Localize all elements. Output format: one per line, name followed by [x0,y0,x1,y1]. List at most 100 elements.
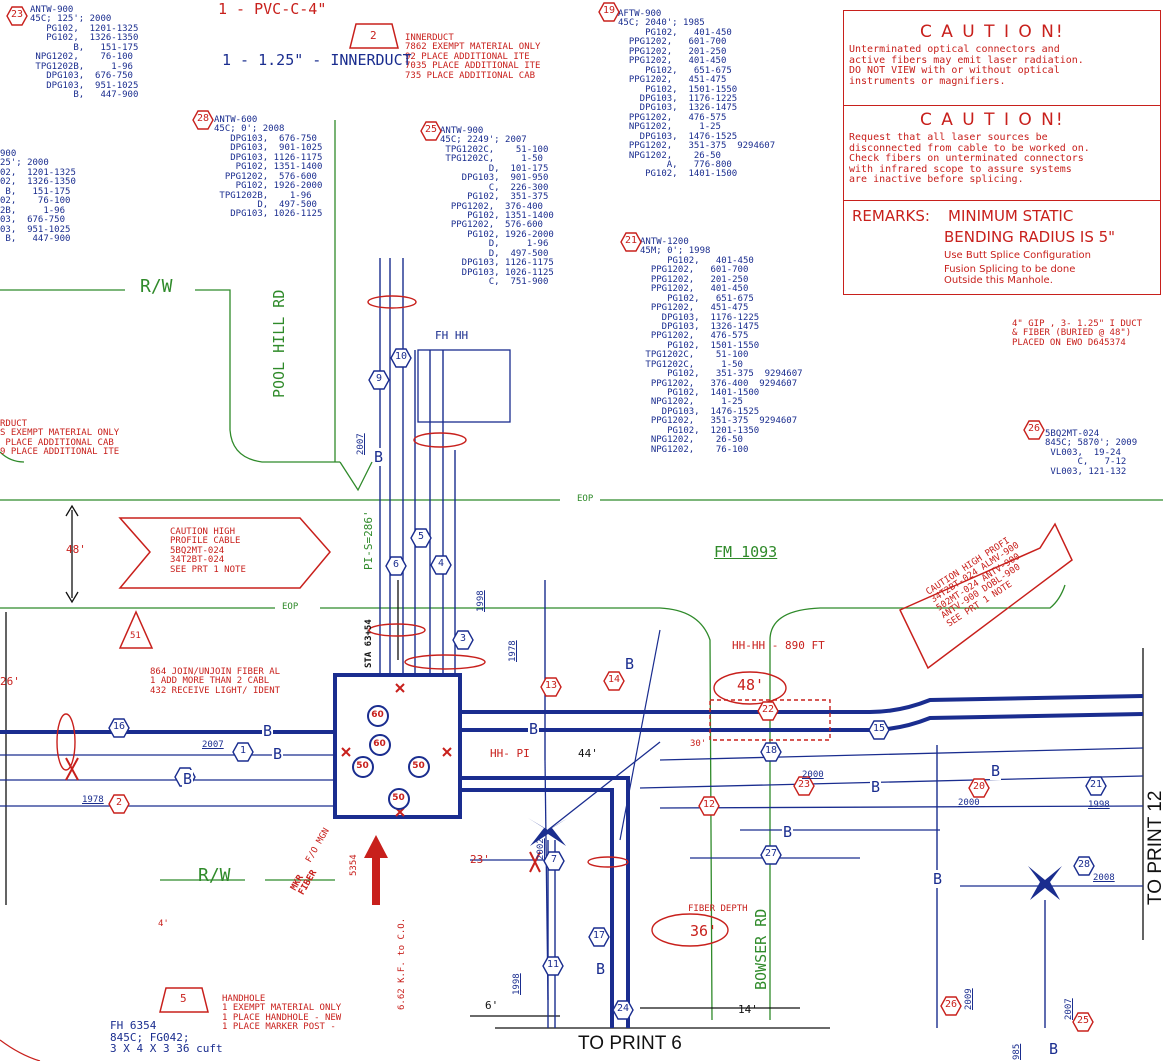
marker-2: 2 [370,29,377,42]
fm1093-label: FM 1093 [714,543,778,561]
cable-tag-number: 17 [592,930,606,941]
cable-tag-16[interactable]: 16 [108,718,130,738]
hexagon-icon [760,742,782,762]
cable-record-25[interactable]: ANTW-900 45C; 2249'; 2007 TPG1202C, 51-1… [440,126,554,287]
year-label: 1998 [512,973,522,995]
edge-arc [0,1039,41,1061]
cable-tag-3[interactable]: 3 [452,630,474,650]
marker-5-shape [159,987,209,1013]
cable-tag-26[interactable]: 26 [940,996,962,1016]
marker-5: 5 [180,992,187,1005]
cable-tag-27[interactable]: 27 [760,845,782,865]
hexagon-icon [603,671,625,691]
cable-tag-number: 22 [761,704,775,715]
cable-tag-19[interactable]: 19 [598,2,620,22]
cable-tag-14[interactable]: 14 [603,671,625,691]
caution-panel [843,10,1161,295]
hexagon-icon [410,528,432,548]
innerduct-note-top: INNERDUCT 7862 EXEMPT MATERIAL ONLY 92 P… [405,33,541,81]
cable-tag-6[interactable]: 6 [385,556,407,576]
cable-record-26[interactable]: 5BQ2MT-024 845C; 5870'; 2009 VL003, 19-2… [1045,429,1138,477]
cable-tag-number: 25 [424,124,438,135]
remarks-line-4: Fusion Splicing to be done Outside this … [944,264,1076,286]
hexagon-icon [940,996,962,1016]
splice-crosses [65,683,541,873]
cable-b-letter: B [182,770,194,788]
pi-s-label: PI-S=286' [362,510,375,570]
hexagon-icon [452,630,474,650]
cable-tag-number: 21 [624,235,638,246]
cable-tag-9[interactable]: 9 [368,370,390,390]
splice-circle[interactable]: 50 [388,788,410,810]
hexagon-icon [968,778,990,798]
to-print-6[interactable]: TO PRINT 6 [578,1033,682,1054]
cable-record-28[interactable]: ANTW-600 45C; 0'; 2008 DPG103, 676-750 D… [214,115,323,220]
fh-hh-box[interactable] [417,349,511,423]
year-label: 2009 [964,988,974,1010]
marker-post-number: 5354 [349,854,359,876]
conduit-ellipses [56,295,831,947]
cable-tag-24[interactable]: 24 [612,1000,634,1020]
cable-tag-number: 27 [764,848,778,859]
kf-label: 6.62 K.F. to C.O. [397,917,407,1010]
cable-tag-20[interactable]: 20 [968,778,990,798]
cable-tag-5[interactable]: 5 [410,528,432,548]
caution-text-1: Unterminated optical connectors and acti… [849,44,1084,87]
hexagon-icon [385,556,407,576]
cable-tag-23[interactable]: 23 [793,776,815,796]
cable-tag-number: 13 [544,680,558,691]
cable-tag-number: 26 [1027,423,1041,434]
marker-51: 51 [130,631,141,641]
remarks-line-2: BENDING RADIUS IS 5" [944,228,1116,246]
splice-circle[interactable]: 60 [367,705,389,727]
cable-tag-28[interactable]: 28 [192,110,214,130]
cable-record-21[interactable]: ANTW-1200 45M; 0'; 1998 PG102, 401-450 P… [640,237,803,455]
cable-tag-number: 16 [112,721,126,732]
cable-tag-22[interactable]: 22 [757,701,779,721]
cable-tag-7[interactable]: 7 [543,851,565,871]
caution-arrow-right [898,522,1073,670]
hexagon-icon [430,555,452,575]
rw-label-top: R/W [140,276,173,297]
pool-hill-rd-label: POOL HILL RD [270,289,288,398]
year-label: 1978 [508,640,518,662]
hexagon-icon [1072,1012,1094,1032]
cable-tag-number: 14 [607,674,621,685]
cable-tag-18[interactable]: 18 [760,742,782,762]
cable-tag-28[interactable]: 28 [1073,856,1095,876]
cable-tag-21[interactable]: 21 [1085,776,1107,796]
cable-record-left-partial[interactable]: 900 25'; 2000 02, 1201-1325 02, 1326-135… [0,149,76,244]
cable-record-23[interactable]: ANTW-900 45C; 125'; 2000 PG102, 1201-132… [30,5,139,100]
cable-b-letter: B [528,720,540,738]
year-label: 985 [1012,1043,1022,1060]
gip-note: 4" GIP , 3- 1.25" I DUCT & FIBER (BURIED… [1012,319,1143,348]
cable-tag-13[interactable]: 13 [540,677,562,697]
splice-circle[interactable]: 50 [352,756,374,778]
cable-tag-26[interactable]: 26 [1023,420,1045,440]
cable-tag-15[interactable]: 15 [868,720,890,740]
cable-tag-11[interactable]: 11 [542,956,564,976]
road-edges [0,120,1163,1021]
cable-tag-17[interactable]: 17 [588,927,610,947]
cable-tag-1[interactable]: 1 [232,742,254,762]
cable-record-19[interactable]: AFTW-900 45C; 2040'; 1985 PG102, 401-450… [618,9,776,180]
cable-b-letter: B [1048,1040,1060,1058]
cable-b-letter: B [624,655,636,673]
cable-tag-25[interactable]: 25 [420,121,442,141]
remarks-label: REMARKS: [852,207,930,225]
cable-tag-25[interactable]: 25 [1072,1012,1094,1032]
to-print-12[interactable]: TO PRINT 12 [1145,790,1163,905]
cable-tag-4[interactable]: 4 [430,555,452,575]
hexagon-icon [757,701,779,721]
splice-number: 60 [371,710,384,720]
splice-circle[interactable]: 50 [408,756,430,778]
hh-pi-label: HH- PI [490,747,530,760]
cable-tag-2[interactable]: 2 [108,794,130,814]
cable-tag-10[interactable]: 10 [390,348,412,368]
splice-circle[interactable]: 60 [369,734,391,756]
cable-tag-21[interactable]: 21 [620,232,642,252]
hh-hh-label: HH-HH - 890 FT [732,639,825,652]
cable-tag-12[interactable]: 12 [698,796,720,816]
hexagon-icon [620,232,642,252]
cable-tag-23[interactable]: 23 [6,6,28,26]
